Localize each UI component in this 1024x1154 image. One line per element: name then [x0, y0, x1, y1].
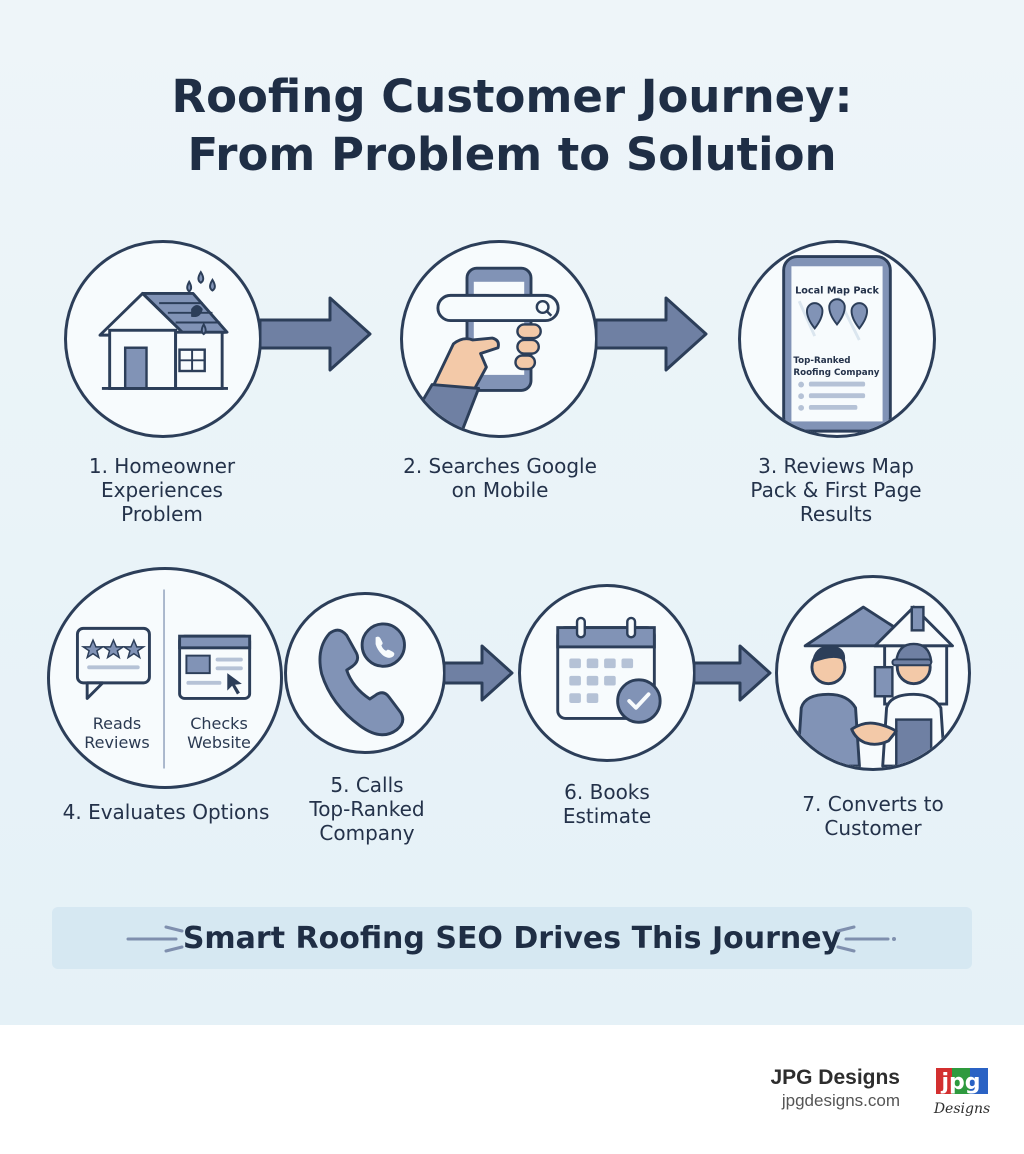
checks-website-label: Checks Website	[187, 714, 251, 752]
banner-text: Smart Roofing SEO Drives This Journey	[182, 921, 842, 956]
calendar-check-icon	[556, 616, 662, 724]
step-5-label: 5. Calls Top-Ranked Company	[309, 773, 425, 845]
step-6-circle	[518, 584, 696, 762]
arrow-step-1-to-2	[260, 296, 372, 372]
seo-banner: Smart Roofing SEO Drives This Journey	[52, 907, 972, 969]
map-pack-header: Local Map Pack	[795, 285, 879, 296]
step-7-label: 7. Converts to Customer	[802, 792, 944, 840]
arrow-step-2-to-3	[596, 296, 708, 372]
banner-left-dash-icon	[126, 925, 184, 953]
step-2-circle	[400, 240, 598, 438]
evaluate-options-icon	[75, 589, 252, 769]
map-pack-result-line-1: Top-Ranked	[793, 356, 850, 366]
arrow-step-5-to-6	[444, 644, 514, 702]
brand-url: jpgdesigns.com	[781, 1091, 900, 1110]
logo-text: jpg	[940, 1070, 980, 1095]
infographic-canvas: Roofing Customer Journey: From Problem t…	[0, 0, 1024, 1025]
phone-search-icon	[411, 266, 560, 435]
reads-reviews-label: Reads Reviews	[84, 714, 150, 752]
step-3-label: 3. Reviews Map Pack & First Page Results	[750, 454, 922, 526]
page-title: Roofing Customer Journey: From Problem t…	[0, 68, 1024, 184]
phone-call-icon	[318, 622, 406, 737]
step-4-circle: Reads Reviews Checks Website	[47, 567, 283, 789]
step-1-circle	[64, 240, 262, 438]
arrow-step-6-to-7	[694, 644, 772, 702]
map-pack-phone-icon: Local Map Pack Top-Ranked Roofing Compan…	[782, 255, 892, 433]
step-3-circle: Local Map Pack Top-Ranked Roofing Compan…	[738, 240, 936, 438]
step-7-circle	[775, 575, 971, 771]
leaking-house-icon	[98, 270, 229, 390]
title-line-2: From Problem to Solution	[187, 128, 837, 181]
step-1-label: 1. Homeowner Experiences Problem	[88, 454, 236, 526]
banner-right-dash-icon	[836, 925, 896, 953]
brand-name: JPG Designs	[770, 1066, 900, 1089]
handshake-icon	[795, 605, 954, 768]
step-5-circle	[284, 592, 446, 754]
logo-script: Designs	[933, 1101, 990, 1117]
map-pack-result-line-2: Roofing Company	[793, 368, 879, 378]
step-4-label: 4. Evaluates Options	[62, 800, 270, 824]
title-line-1: Roofing Customer Journey:	[171, 70, 853, 123]
step-2-label: 2. Searches Google on Mobile	[403, 454, 597, 502]
jpg-designs-logo: jpg Designs	[933, 1068, 990, 1117]
step-6-label: 6. Books Estimate	[562, 780, 652, 828]
